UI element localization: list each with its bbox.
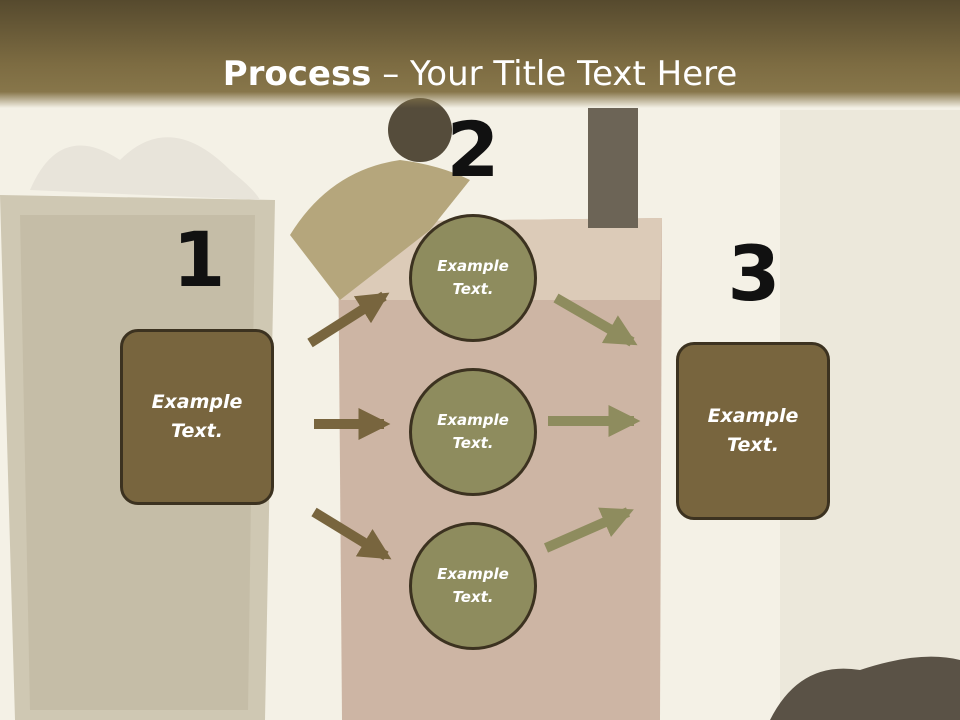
circle-top-line2: Text.: [452, 280, 494, 298]
step-1-text-line2: Text.: [171, 420, 223, 442]
circle-top: Example Text.: [409, 214, 537, 342]
arrow-circle-top-to-3: [553, 293, 638, 347]
slide-title: Process – Your Title Text Here: [0, 52, 960, 96]
circle-bottom-line1: Example: [437, 565, 509, 583]
arrow-1-to-circle-top: [307, 291, 390, 348]
step-1-text-line1: Example: [151, 391, 243, 413]
circle-middle-line1: Example: [437, 411, 509, 429]
title-bar: [0, 0, 960, 108]
circle-middle-line2: Text.: [452, 434, 494, 452]
arrow-1-to-circle-bottom: [311, 507, 392, 561]
circle-middle: Example Text.: [409, 368, 537, 496]
circle-bottom-line2: Text.: [452, 588, 494, 606]
title-rest: – Your Title Text Here: [371, 54, 738, 94]
step-number-3: 3: [727, 229, 781, 318]
circle-bottom: Example Text.: [409, 522, 537, 650]
step-3-box: Example Text.: [676, 342, 830, 520]
step-number-1: 1: [172, 215, 226, 304]
arrow-circle-bottom-to-3: [543, 507, 634, 553]
circle-top-line1: Example: [437, 257, 509, 275]
step-3-text-line1: Example: [707, 405, 799, 427]
step-number-2: 2: [446, 105, 500, 194]
step-1-box: Example Text.: [120, 329, 274, 505]
step-3-text-line2: Text.: [727, 434, 779, 456]
title-bold: Process: [222, 54, 372, 94]
